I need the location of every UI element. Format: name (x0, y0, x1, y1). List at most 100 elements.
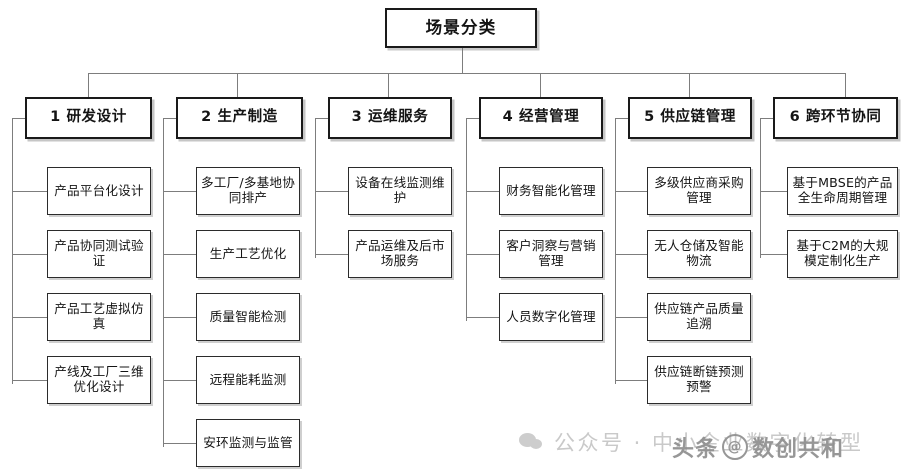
leaf-node-2-2[interactable]: 生产工艺优化 (196, 230, 300, 278)
stub-4-1 (466, 191, 499, 192)
leaf-node-3-2[interactable]: 产品运维及后市场服务 (348, 230, 452, 278)
category-node-2[interactable]: 2 生产制造 (176, 97, 303, 139)
stub-2-2 (163, 254, 196, 255)
leaf-node-6-2[interactable]: 基于C2M的大规模定制化生产 (787, 230, 898, 278)
stub-1-1 (12, 191, 47, 192)
leaf-node-5-2-label: 无人仓储及智能物流 (654, 238, 744, 268)
trunk-column-1 (12, 118, 13, 384)
stub-5-4 (615, 380, 647, 381)
leaf-node-3-2-label: 产品运维及后市场服务 (355, 238, 445, 268)
leaf-node-4-3-label: 人员数字化管理 (506, 308, 596, 324)
stub-2-4 (163, 380, 196, 381)
leaf-node-1-4-label: 产线及工厂三维优化设计 (54, 364, 144, 394)
category-node-4-label: 4 经营管理 (502, 109, 580, 126)
stub-6-2 (760, 254, 787, 255)
leaf-node-5-3-label: 供应链产品质量追溯 (654, 301, 744, 331)
leaf-node-1-2-label: 产品协同测试验证 (54, 238, 144, 268)
leaf-node-2-5[interactable]: 安环监测与监管 (196, 419, 300, 467)
at-icon: @ (722, 434, 749, 460)
connector-cat-2-inlet (163, 118, 176, 119)
stub-5-3 (615, 317, 647, 318)
stub-2-3 (163, 317, 196, 318)
stub-1-4 (12, 380, 47, 381)
leaf-node-4-1-label: 财务智能化管理 (506, 182, 596, 198)
trunk-column-4 (466, 118, 467, 321)
stub-4-2 (466, 254, 499, 255)
leaf-node-6-1-label: 基于MBSE的产品全生命周期管理 (792, 175, 893, 205)
category-node-1-label: 1 研发设计 (50, 109, 127, 126)
leaf-node-3-1[interactable]: 设备在线监测维护 (348, 167, 452, 215)
trunk-column-3 (315, 118, 316, 258)
stub-2-5 (163, 443, 196, 444)
leaf-node-4-3[interactable]: 人员数字化管理 (499, 293, 603, 341)
leaf-node-5-2[interactable]: 无人仓储及智能物流 (647, 230, 751, 278)
wechat-watermark-text: 公众号 · 中小企业数字化转型 (554, 431, 864, 455)
toutiao-watermark-prefix: 头条 (672, 437, 719, 462)
stub-3-2 (315, 254, 348, 255)
wechat-icon (519, 432, 545, 452)
root-node-label: 场景分类 (425, 18, 497, 38)
stub-1-3 (12, 317, 47, 318)
leaf-node-2-3[interactable]: 质量智能检测 (196, 293, 300, 341)
category-node-5[interactable]: 5 供应链管理 (628, 97, 752, 139)
leaf-node-2-5-label: 安环监测与监管 (203, 434, 293, 450)
connector-cat-4-inlet (466, 118, 479, 119)
leaf-node-1-1[interactable]: 产品平台化设计 (47, 167, 151, 215)
stub-6-1 (760, 191, 787, 192)
leaf-node-1-3-label: 产品工艺虚拟仿真 (54, 301, 144, 331)
connector-bus-to-cat-2 (237, 73, 238, 97)
leaf-node-5-1-label: 多级供应商采购管理 (654, 175, 744, 205)
stub-4-3 (466, 317, 499, 318)
leaf-node-4-2[interactable]: 客户洞察与营销管理 (499, 230, 603, 278)
category-node-3-label: 3 运维服务 (351, 109, 429, 126)
leaf-node-4-1[interactable]: 财务智能化管理 (499, 167, 603, 215)
leaf-node-5-4[interactable]: 供应链断链预测预警 (647, 356, 751, 404)
leaf-node-1-4[interactable]: 产线及工厂三维优化设计 (47, 356, 151, 404)
leaf-node-6-2-label: 基于C2M的大规模定制化生产 (796, 238, 889, 268)
connector-bus-to-cat-3 (388, 73, 389, 97)
category-node-4[interactable]: 4 经营管理 (479, 97, 603, 139)
stub-3-1 (315, 191, 348, 192)
leaf-node-5-3[interactable]: 供应链产品质量追溯 (647, 293, 751, 341)
leaf-node-3-1-label: 设备在线监测维护 (355, 175, 445, 205)
category-node-2-label: 2 生产制造 (201, 109, 278, 126)
leaf-node-1-2[interactable]: 产品协同测试验证 (47, 230, 151, 278)
category-node-3[interactable]: 3 运维服务 (328, 97, 452, 139)
leaf-node-2-4[interactable]: 远程能耗监测 (196, 356, 300, 404)
connector-cat-1-inlet (12, 118, 25, 119)
category-node-6-label: 6 跨环节协同 (789, 109, 882, 126)
leaf-node-4-2-label: 客户洞察与营销管理 (506, 238, 596, 268)
connector-bus-to-cat-6 (845, 73, 846, 97)
leaf-node-2-1[interactable]: 多工厂/多基地协同排产 (196, 167, 300, 215)
connector-bus-to-cat-4 (540, 73, 541, 97)
leaf-node-2-4-label: 远程能耗监测 (209, 371, 287, 387)
connector-cat-6-inlet (760, 118, 773, 119)
category-node-5-label: 5 供应链管理 (644, 109, 736, 126)
leaf-node-1-1-label: 产品平台化设计 (54, 182, 144, 198)
leaf-node-2-1-label: 多工厂/多基地协同排产 (201, 175, 295, 205)
leaf-node-6-1[interactable]: 基于MBSE的产品全生命周期管理 (787, 167, 898, 215)
leaf-node-2-3-label: 质量智能检测 (209, 308, 287, 324)
connector-bus-to-cat-1 (88, 73, 89, 97)
root-node[interactable]: 场景分类 (385, 8, 537, 48)
trunk-column-6 (760, 118, 761, 258)
connector-cat-3-inlet (315, 118, 328, 119)
stub-5-2 (615, 254, 647, 255)
connector-bus-to-cat-5 (689, 73, 690, 97)
leaf-node-1-3[interactable]: 产品工艺虚拟仿真 (47, 293, 151, 341)
connector-root-descender (462, 47, 463, 73)
toutiao-watermark-name: 数创共和 (752, 437, 845, 462)
stub-2-1 (163, 191, 196, 192)
connector-cat-5-inlet (615, 118, 628, 119)
leaf-node-5-1[interactable]: 多级供应商采购管理 (647, 167, 751, 215)
trunk-column-5 (615, 118, 616, 384)
stub-5-1 (615, 191, 647, 192)
leaf-node-5-4-label: 供应链断链预测预警 (654, 364, 744, 394)
category-node-1[interactable]: 1 研发设计 (25, 97, 152, 139)
stub-1-2 (12, 254, 47, 255)
connector-category-bus (88, 73, 845, 74)
category-node-6[interactable]: 6 跨环节协同 (773, 97, 898, 139)
leaf-node-2-2-label: 生产工艺优化 (209, 245, 287, 261)
trunk-column-2 (163, 118, 164, 447)
